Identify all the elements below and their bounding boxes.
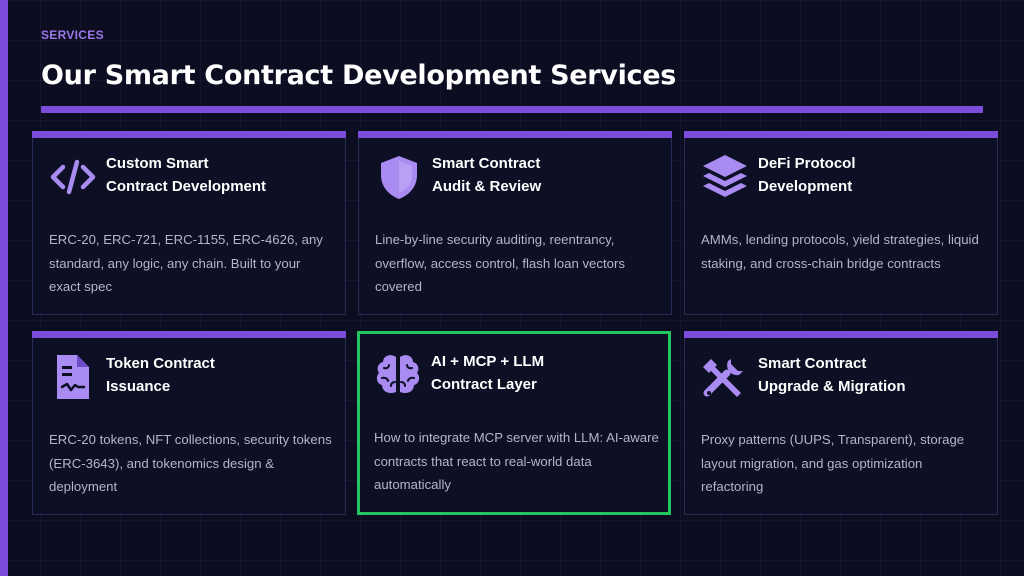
card-title: Token Contract Issuance [106,355,215,395]
card-title: Smart Contract Audit & Review [432,155,542,195]
card-description: Line-by-line security auditing, reentran… [375,232,625,294]
left-accent-bar [0,0,8,576]
title-divider [41,106,983,113]
card-accent-bar [32,331,346,338]
service-card-ai-mcp-llm: AI + MCP + LLM Contract Layer How to int… [357,331,671,515]
code-icon [49,153,97,201]
service-card-upgrade-migration: Smart Contract Upgrade & Migration Proxy… [684,331,998,515]
card-accent-bar [32,131,346,138]
card-title: Smart Contract Upgrade & Migration [758,355,906,395]
page-title: Our Smart Contract Development Services [41,60,677,91]
card-accent-bar [358,131,672,138]
card-accent-bar [684,331,998,338]
service-card-custom-development: Custom Smart Contract Development ERC-20… [32,131,346,315]
card-title: DeFi Protocol Development [758,155,856,195]
service-card-audit-review: Smart Contract Audit & Review Line-by-li… [358,131,672,315]
layers-icon [701,153,749,201]
section-eyebrow: SERVICES [41,28,104,42]
brain-icon [374,351,422,399]
card-description: ERC-20, ERC-721, ERC-1155, ERC-4626, any… [49,232,323,294]
card-description: AMMs, lending protocols, yield strategie… [701,232,979,271]
card-description: How to integrate MCP server with LLM: AI… [374,430,659,492]
tools-icon [701,353,749,401]
document-icon [49,353,97,401]
service-card-defi-protocol: DeFi Protocol Development AMMs, lending … [684,131,998,315]
shield-icon [375,153,423,201]
card-accent-bar [684,131,998,138]
card-description: ERC-20 tokens, NFT collections, security… [49,432,332,494]
card-title: Custom Smart Contract Development [106,155,267,195]
card-title: AI + MCP + LLM Contract Layer [431,353,545,393]
card-description: Proxy patterns (UUPS, Transparent), stor… [701,432,965,494]
service-card-token-issuance: Token Contract Issuance ERC-20 tokens, N… [32,331,346,515]
